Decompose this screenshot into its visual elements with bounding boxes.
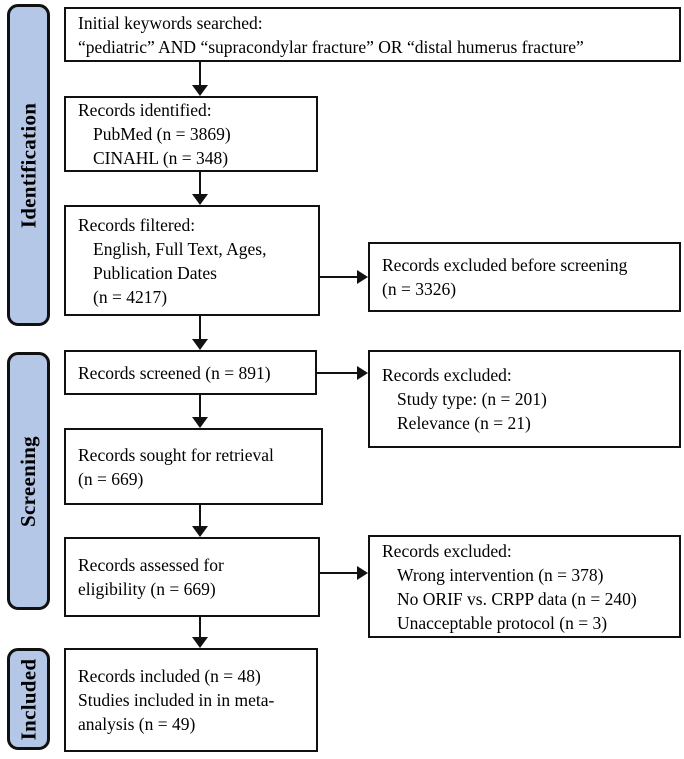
box-text-line: Publication Dates: [93, 262, 217, 283]
stage-included-label: Included: [16, 658, 41, 740]
arrow-down-5-line: [199, 505, 201, 528]
arrow-down-2-line: [199, 172, 201, 196]
arrow-down-4-line: [199, 395, 201, 419]
arrow-down-3-line: [199, 316, 201, 341]
arrow-right-1-line: [320, 276, 358, 278]
box-text-line: Records excluded:: [382, 365, 512, 385]
stage-included: Included: [7, 648, 50, 750]
box-text-line: Wrong intervention (n = 378): [397, 564, 604, 585]
box-text-line: (n = 4217): [93, 286, 168, 307]
arrow-right-2-line: [317, 372, 358, 374]
arrow-down-5-icon: [192, 526, 208, 537]
box-text-line: Study type: (n = 201): [397, 389, 547, 409]
stage-screening-label: Screening: [16, 435, 41, 527]
box-records-screened: Records screened (n = 891): [64, 350, 317, 395]
box-text-line: Records included (n = 48): [78, 666, 261, 686]
arrow-down-2-icon: [192, 194, 208, 205]
box-text-line: English, Full Text, Ages,: [93, 238, 267, 259]
arrow-right-2-icon: [357, 366, 368, 380]
box-records-filtered: Records filtered: English, Full Text, Ag…: [64, 205, 320, 316]
box-records-included: Records included (n = 48) Studies includ…: [64, 648, 318, 752]
arrow-down-1-icon: [192, 85, 208, 96]
box-text-line: Records assessed for: [78, 555, 224, 575]
box-excluded-eligibility: Records excluded: Wrong intervention (n …: [368, 535, 681, 638]
box-text-line: (n = 3326): [382, 279, 457, 299]
box-text-line: Unacceptable protocol (n = 3): [397, 612, 608, 633]
arrow-down-6-icon: [192, 637, 208, 648]
box-excluded-screening: Records excluded: Study type: (n = 201) …: [368, 350, 681, 448]
arrow-down-1-line: [199, 62, 201, 88]
box-text-line: eligibility (n = 669): [78, 579, 216, 599]
arrow-right-3-line: [318, 572, 358, 574]
box-text-line: Records identified:: [78, 100, 212, 120]
arrow-down-3-icon: [192, 339, 208, 350]
box-text-line: PubMed (n = 3869): [93, 124, 231, 144]
box-initial-keywords: Initial keywords searched: “pediatric” A…: [64, 7, 681, 62]
box-text-line: “pediatric” AND “supracondylar fracture”…: [78, 36, 584, 57]
box-text-line: CINAHL (n = 348): [93, 148, 229, 168]
box-text-line: analysis (n = 49): [78, 714, 196, 734]
box-text-line: No ORIF vs. CRPP data (n = 240): [397, 588, 637, 609]
box-text-line: Initial keywords searched:: [78, 12, 263, 33]
arrow-down-6-line: [199, 617, 201, 639]
box-text-line: Records screened (n = 891): [78, 362, 271, 383]
box-text-line: Records filtered:: [78, 214, 196, 235]
box-text-line: Records excluded:: [382, 540, 512, 561]
box-records-sought: Records sought for retrieval (n = 669): [64, 428, 323, 505]
arrow-right-3-icon: [357, 566, 368, 580]
box-text-line: (n = 669): [78, 468, 144, 489]
arrow-down-4-icon: [192, 417, 208, 428]
box-text-line: Records sought for retrieval: [78, 444, 274, 465]
stage-identification-label: Identification: [16, 102, 41, 228]
box-text-line: Relevance (n = 21): [397, 413, 531, 433]
box-text-line: Records excluded before screening: [382, 255, 628, 275]
stage-identification: Identification: [7, 4, 50, 326]
box-text-line: Studies included in in meta-: [78, 690, 275, 710]
arrow-right-1-icon: [357, 270, 368, 284]
box-excluded-before-screening: Records excluded before screening (n = 3…: [368, 242, 681, 312]
box-records-assessed: Records assessed for eligibility (n = 66…: [64, 537, 320, 617]
box-records-identified: Records identified: PubMed (n = 3869) CI…: [64, 96, 318, 172]
stage-screening: Screening: [7, 352, 50, 610]
